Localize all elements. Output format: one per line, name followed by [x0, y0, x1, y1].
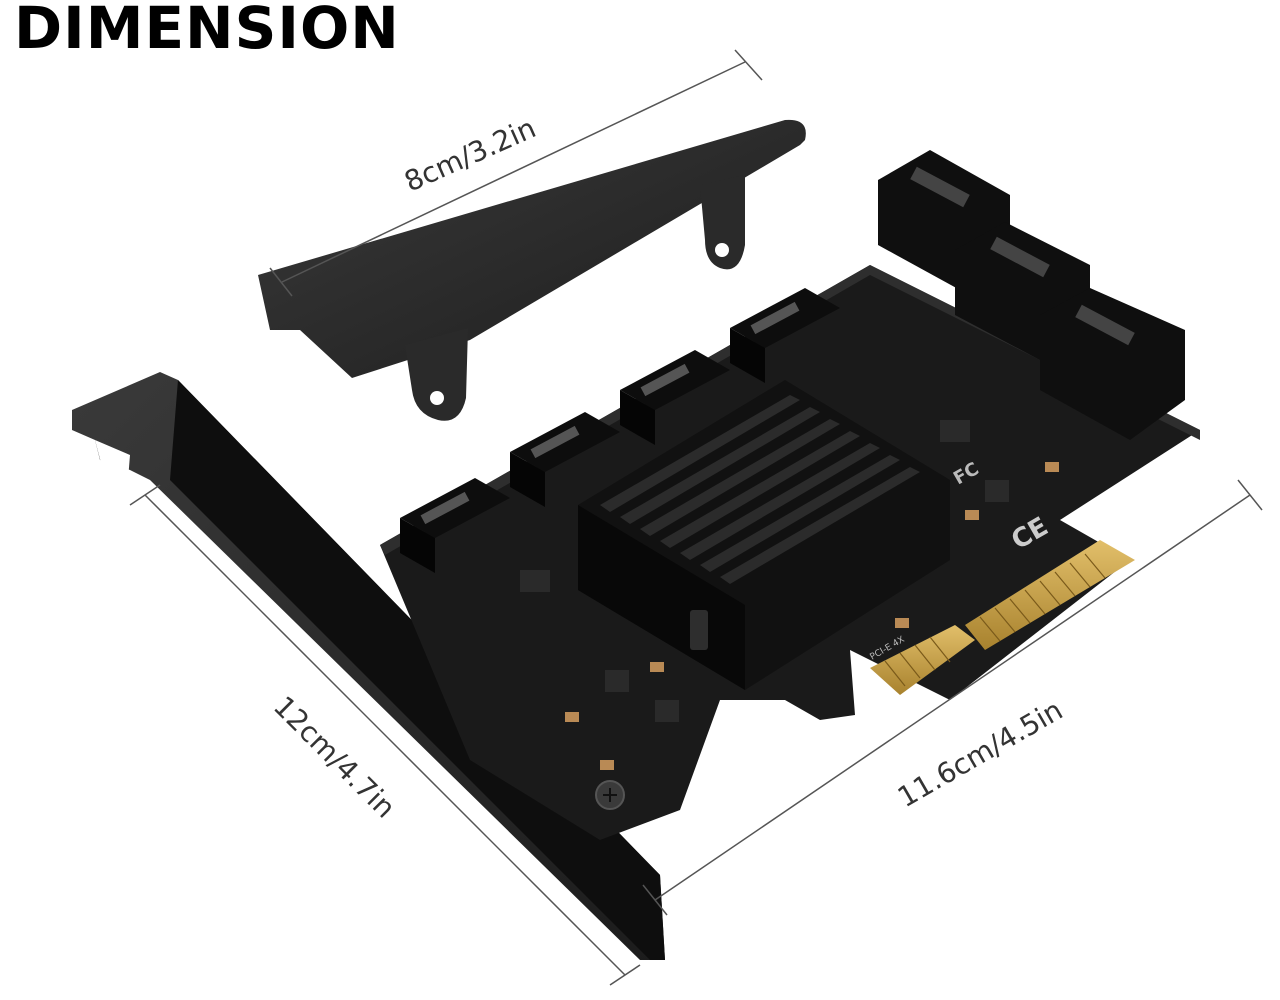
- sata-port: [620, 350, 730, 445]
- low-profile-bracket: [258, 119, 806, 421]
- pcie-contacts: [870, 540, 1135, 695]
- heatsink: [578, 380, 950, 690]
- sata-port: [510, 412, 620, 507]
- bracket-length-label: 8cm/3.2in: [399, 111, 540, 198]
- sata-port: [400, 478, 510, 573]
- sata-ports-row: [400, 288, 840, 573]
- sata-port-vertical: [1040, 288, 1185, 440]
- card-length-label: 11.6cm/4.5in: [892, 693, 1068, 814]
- sata-port: [730, 288, 840, 383]
- full-height-bracket: [72, 372, 665, 960]
- page-title: DIMENSION: [14, 0, 400, 62]
- sata-ports-stacked: [878, 150, 1185, 440]
- card-height-label: 12cm/4.7in: [267, 690, 402, 825]
